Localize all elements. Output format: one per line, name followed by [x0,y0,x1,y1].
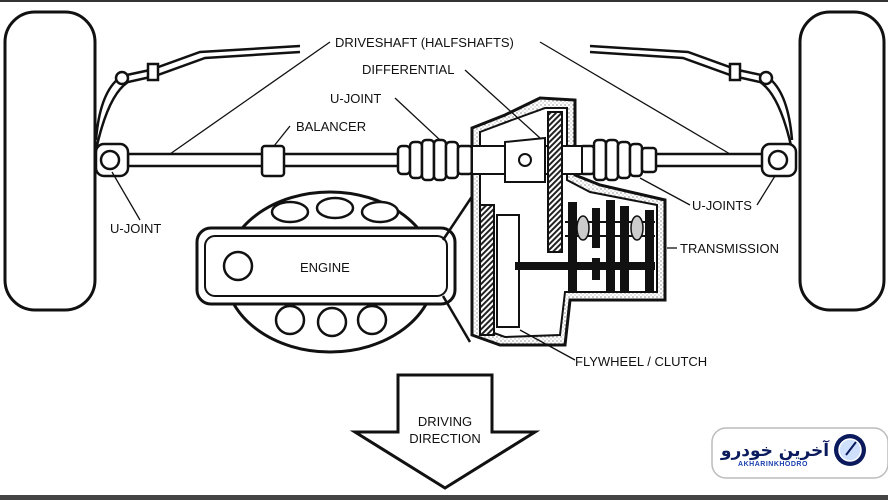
label-driveshaft: DRIVESHAFT (HALFSHAFTS) [335,35,514,50]
logo-text-fa: آخرین خودرو [720,439,830,461]
label-u-joint-left: U-JOINT [110,221,161,236]
right-tie-rod [589,44,794,151]
ring-gear [547,111,563,253]
label-differential: DIFFERENTIAL [362,62,454,77]
label-direction: DIRECTION [409,431,481,446]
flywheel [479,204,495,336]
left-wheel [3,10,97,312]
bottom-border [0,495,888,500]
top-border [0,0,888,2]
right-inner-boot [578,138,658,182]
driving-direction-arrow: DRIVING DIRECTION [349,373,541,490]
engine-block [195,190,477,354]
left-inner-boot [396,138,474,182]
transmission-gears [568,200,654,292]
label-transmission: TRANSMISSION [680,241,779,256]
input-shaft [515,262,655,270]
balancer [260,144,286,178]
right-outer-ujoint [760,142,798,178]
label-engine: ENGINE [300,260,350,275]
label-driving: DRIVING [418,414,472,429]
right-driveshaft [578,138,798,182]
differential-pin [518,153,532,167]
left-driveshaft [94,138,474,182]
gear-gauge-icon [834,434,866,466]
right-wheel [798,10,886,312]
label-u-joint-top: U-JOINT [330,91,381,106]
left-tie-rod [94,44,301,151]
clutch [496,214,520,328]
label-flywheel-clutch: FLYWHEEL / CLUTCH [575,354,707,369]
engine-pulley [222,250,254,282]
akharinkhodro-logo: آخرین خودرو AKHARINKHODRO [711,427,888,479]
leader-lines [111,41,776,361]
logo-text-en: AKHARINKHODRO [738,461,808,468]
label-balancer: BALANCER [296,119,366,134]
label-u-joints-right: U-JOINTS [692,198,752,213]
left-outer-ujoint [94,142,130,178]
transaxle [470,96,667,347]
